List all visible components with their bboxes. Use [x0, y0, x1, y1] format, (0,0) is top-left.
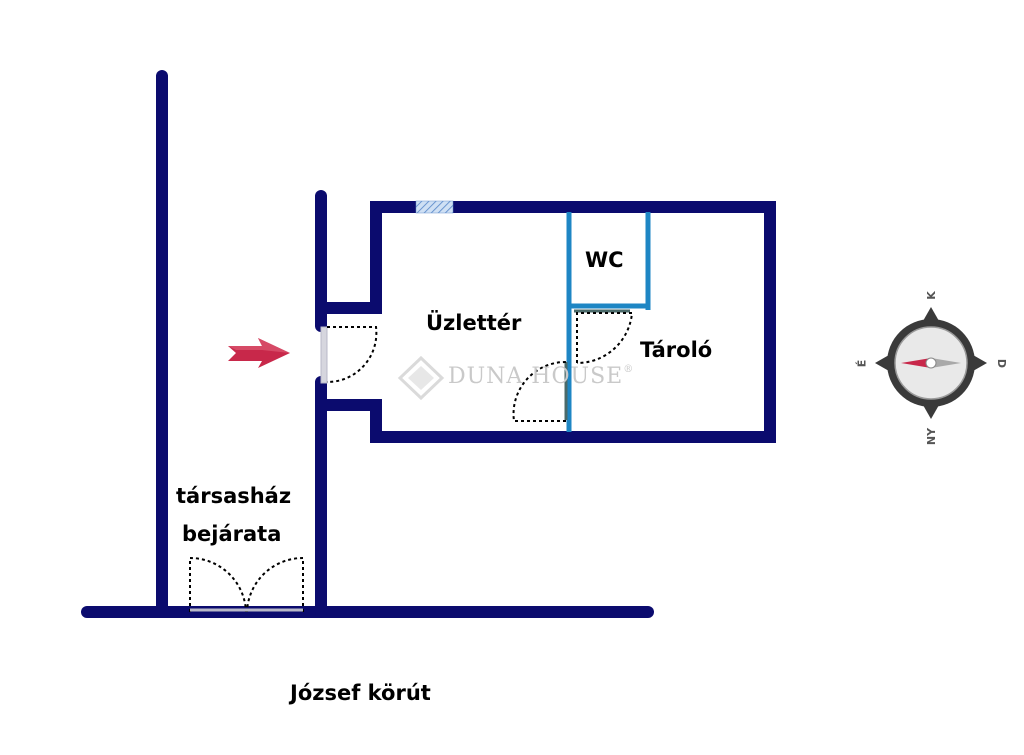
compass-label-north: K: [924, 291, 938, 300]
entrance-door-left: [189, 556, 247, 613]
entry-door-swing: [326, 326, 378, 384]
room-label-storage: Tároló: [640, 338, 713, 362]
entrance-label-line2: bejárata: [182, 522, 282, 546]
storage-door-swing: [576, 312, 634, 365]
door-swings: [189, 312, 634, 613]
diamond-logo-icon: [397, 355, 445, 401]
street-label: József körút: [290, 681, 431, 705]
entrance-label-line1: társasház: [176, 484, 292, 508]
shop-upper-wall: [321, 201, 776, 443]
compass-icon: [875, 307, 987, 419]
walls: [81, 70, 654, 618]
entrance-door-right: [246, 556, 304, 613]
partitions: [566, 212, 651, 432]
entrance-arrow-icon: [228, 338, 290, 368]
window: [415, 200, 454, 214]
compass-label-west: É: [855, 359, 869, 368]
watermark-brand: DUNA HOUSE: [448, 364, 624, 389]
watermark-text: DUNA HOUSE®: [448, 364, 634, 389]
compass-label-east: D: [995, 358, 1009, 369]
watermark-registered: ®: [623, 364, 635, 375]
room-label-shop: Üzlettér: [426, 311, 522, 335]
room-label-wc: WC: [585, 248, 624, 272]
shop-walls: [321, 201, 776, 443]
compass-label-south: NY: [925, 427, 939, 446]
entry-door-frame: [320, 326, 328, 384]
